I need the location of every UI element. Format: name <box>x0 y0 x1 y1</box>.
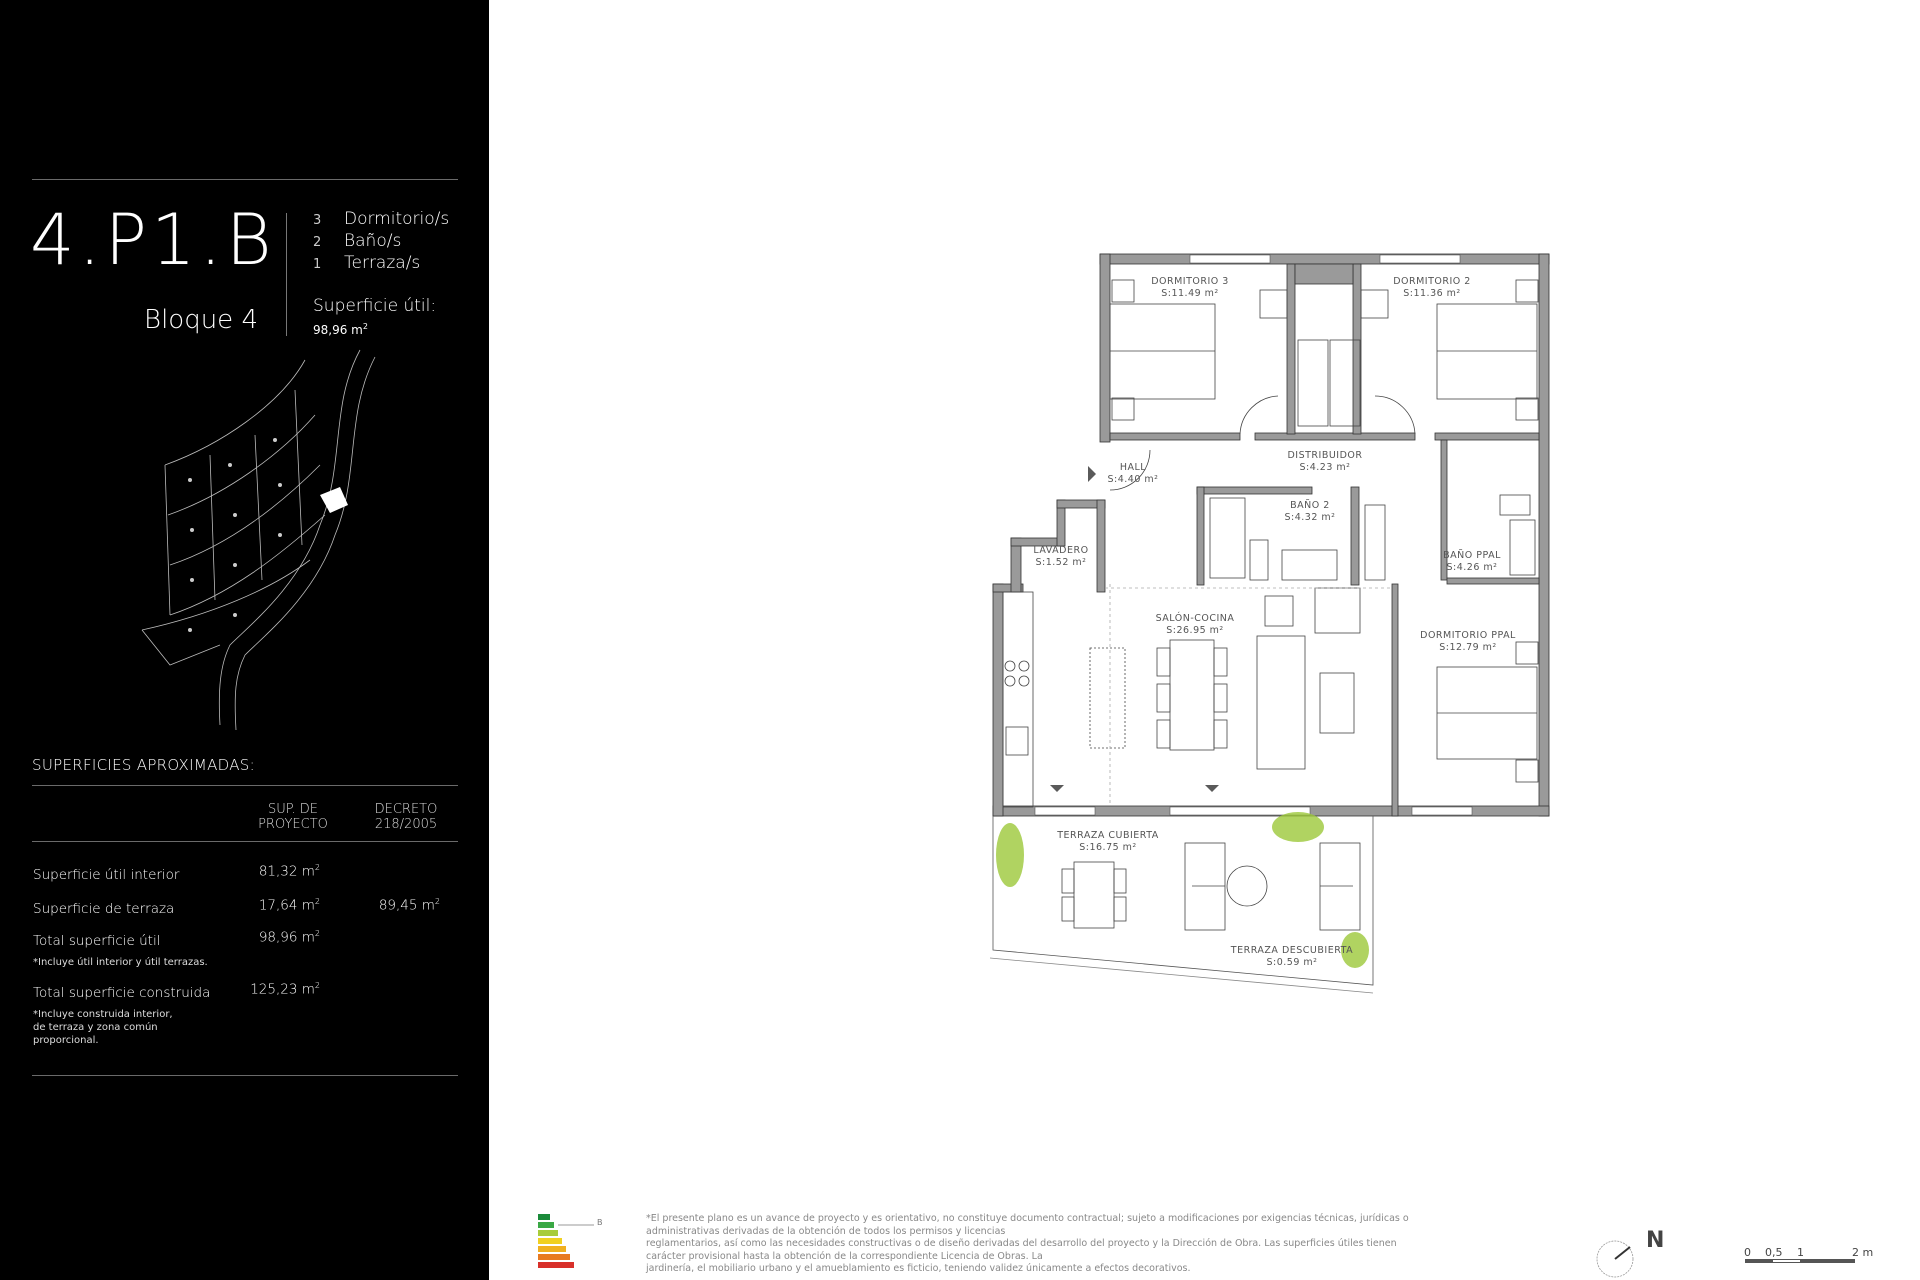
north-label: N <box>1646 1228 1665 1253</box>
useful-surface-label: Superficie útil: <box>313 296 437 316</box>
scale-tick: 0,5 <box>1765 1246 1783 1259</box>
col-header-project: SUP. DE PROYECTO <box>258 802 328 832</box>
bathroom-count: 2 <box>313 235 322 250</box>
row-project-value: 81,32 m2 <box>258 863 320 880</box>
scale-bar <box>1745 1259 1855 1263</box>
surfaces-title: SUPERFICIES APROXIMADAS: <box>32 756 255 774</box>
divider <box>32 1075 458 1076</box>
row-label: Superficie de terraza <box>33 901 175 917</box>
divider <box>32 179 458 180</box>
row-project-value: 125,23 m2 <box>250 981 320 998</box>
unit-code: 4.P1.B <box>30 199 276 281</box>
terrace-label: Terraza/s <box>344 253 421 273</box>
bathroom-label: Baño/s <box>344 231 402 251</box>
bedroom-count: 3 <box>313 213 322 228</box>
row-project-value: 98,96 m2 <box>258 929 320 946</box>
compass-icon <box>1596 1240 1634 1278</box>
block-label: Bloque 4 <box>144 305 258 335</box>
row-decree-value: 89,45 m2 <box>378 897 440 914</box>
site-plan-image <box>141 349 376 731</box>
energy-rating-icon <box>538 1214 594 1268</box>
row-label: Superficie útil interior <box>33 867 180 883</box>
scale-tick: 1 <box>1797 1246 1804 1259</box>
row-label: Total superficie construida <box>33 985 211 1001</box>
plant-icon <box>996 812 1369 968</box>
scale-tick: 2 m <box>1852 1246 1874 1259</box>
unit-highlight <box>320 487 348 513</box>
col-header-decree: DECRETO 218/2005 <box>374 802 438 832</box>
divider <box>32 841 458 842</box>
info-panel: 4.P1.B Bloque 4 3 Dormitorio/s 2 Baño/s … <box>0 0 489 1280</box>
terrace-count: 1 <box>313 257 322 272</box>
divider <box>286 213 287 336</box>
useful-surface-value: 98,96 m2 <box>313 322 368 337</box>
bedroom-label: Dormitorio/s <box>344 209 450 229</box>
energy-rating-value: B <box>597 1218 603 1227</box>
scale-tick: 0 <box>1744 1246 1751 1259</box>
note-util: *Incluye útil interior y útil terrazas. <box>33 957 208 968</box>
row-label: Total superficie útil <box>33 933 161 949</box>
disclaimer: *El presente plano es un avance de proye… <box>646 1213 1409 1274</box>
note-construida: *Incluye construida interior, de terraza… <box>33 1009 173 1046</box>
row-project-value: 17,64 m2 <box>258 897 320 914</box>
divider <box>32 785 458 786</box>
